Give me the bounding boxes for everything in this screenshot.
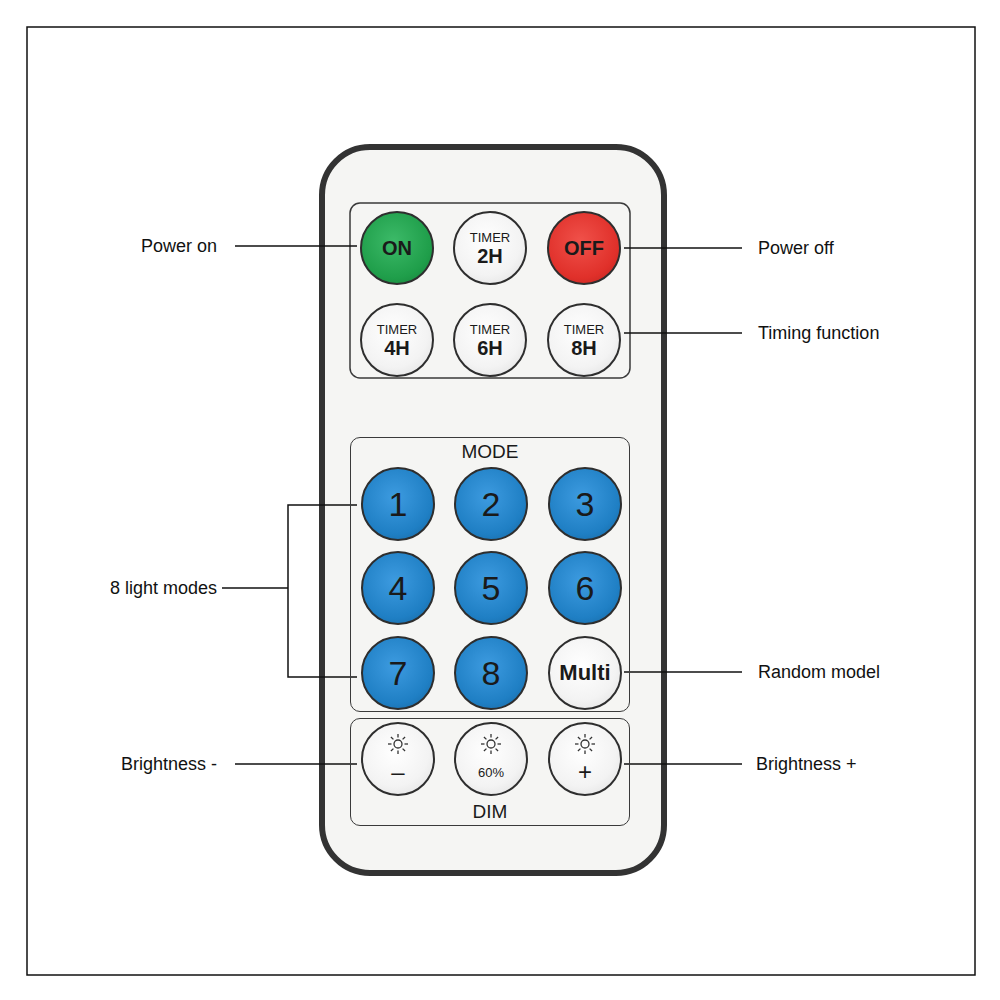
button-label: TIMER	[564, 323, 604, 336]
leader-line	[222, 587, 288, 589]
button-label: 1	[389, 487, 408, 521]
mode-button: 3	[548, 467, 622, 541]
mode-button: 1	[361, 467, 435, 541]
button-label: 8	[482, 656, 501, 690]
button-label: 2H	[477, 246, 503, 266]
remote-body	[322, 147, 664, 873]
callout-label: Timing function	[758, 324, 879, 342]
dim-panel: DIM – 60% +	[350, 718, 630, 826]
callout-label: Brightness +	[756, 755, 857, 773]
button-label: 6	[576, 571, 595, 605]
frame	[27, 27, 975, 975]
button-label: 2	[482, 487, 501, 521]
button-label: 5	[482, 571, 501, 605]
button-label: 4	[389, 571, 408, 605]
mode-button: 8	[454, 636, 528, 710]
sun-icon	[574, 733, 596, 755]
brightness-preset-button: 60%	[454, 722, 528, 796]
mode-button: 5	[454, 551, 528, 625]
power-on-button: ON	[360, 211, 434, 285]
leader-line	[624, 332, 742, 334]
button-label: TIMER	[470, 231, 510, 244]
button-label: ON	[382, 238, 412, 258]
timer-button: TIMER 2H	[453, 211, 527, 285]
sun-icon	[480, 733, 502, 755]
brightness-up-button: +	[548, 722, 622, 796]
callout-label: Random model	[758, 663, 880, 681]
mode-button: 6	[548, 551, 622, 625]
timer-button: TIMER 8H	[547, 303, 621, 377]
leader-line	[235, 245, 357, 247]
mode-button: 4	[361, 551, 435, 625]
random-mode-button: Multi	[548, 636, 622, 710]
button-label: TIMER	[377, 323, 417, 336]
callout-label: Brightness -	[121, 755, 217, 773]
brightness-down-button: –	[361, 722, 435, 796]
button-label: 3	[576, 487, 595, 521]
top-panel	[350, 203, 630, 378]
sun-icon	[387, 733, 409, 755]
button-label: 6H	[477, 338, 503, 358]
button-label: TIMER	[470, 323, 510, 336]
button-label: 8H	[571, 338, 597, 358]
button-label: Multi	[559, 662, 610, 684]
bracket	[288, 505, 357, 677]
leader-line	[624, 247, 742, 249]
timer-button: TIMER 6H	[453, 303, 527, 377]
button-label: 7	[389, 656, 408, 690]
mode-button: 2	[454, 467, 528, 541]
button-label: 60%	[478, 766, 504, 779]
leader-line	[624, 763, 742, 765]
leader-line	[624, 671, 742, 673]
panel-heading: MODE	[351, 442, 629, 461]
leader-lines	[222, 246, 742, 764]
panel-heading: DIM	[351, 802, 629, 821]
mode-panel: MODE 1 2 3 4 5 6 7 8 Multi	[350, 437, 630, 712]
callout-label: Power on	[141, 237, 217, 255]
timer-button: TIMER 4H	[360, 303, 434, 377]
leader-line	[235, 763, 357, 765]
mode-button: 7	[361, 636, 435, 710]
callout-label: 8 light modes	[110, 579, 217, 597]
button-label: +	[578, 760, 592, 784]
callout-label: Power off	[758, 239, 834, 257]
button-label: OFF	[564, 238, 604, 258]
button-label: –	[391, 760, 404, 784]
power-off-button: OFF	[547, 211, 621, 285]
button-label: 4H	[384, 338, 410, 358]
